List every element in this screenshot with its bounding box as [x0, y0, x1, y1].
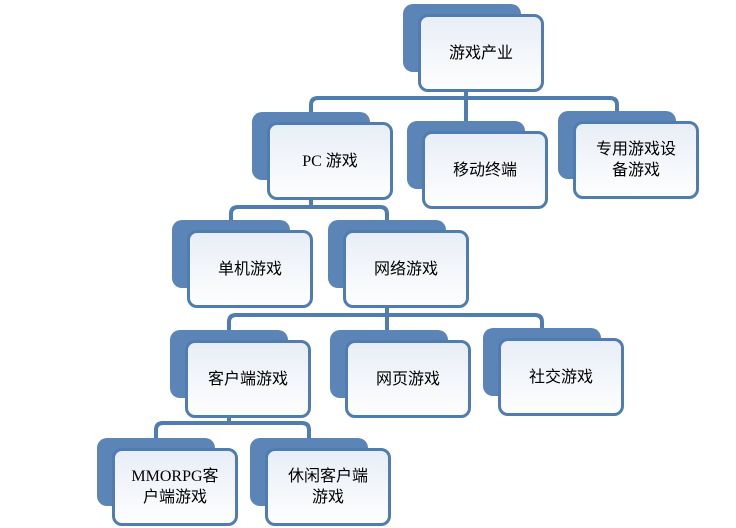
node-label: 单机游戏: [217, 260, 282, 278]
node-mmorpg-client-games: MMORPG客 户端游戏: [97, 438, 238, 526]
node-dedicated-device-games: 专用游戏设 备游戏: [558, 111, 699, 199]
node-box: 网络游戏: [343, 230, 469, 308]
node-web-games: 网页游戏: [330, 330, 471, 418]
node-box: 网页游戏: [345, 340, 471, 418]
node-label: MMORPG客 户端游戏: [131, 468, 219, 506]
node-box: 客户端游戏: [185, 340, 311, 418]
node-box: 专用游戏设 备游戏: [573, 121, 699, 199]
node-box: MMORPG客 户端游戏: [112, 448, 238, 526]
node-online-games: 网络游戏: [328, 220, 469, 308]
node-box: 单机游戏: [187, 230, 313, 308]
connector-pc-bus: [229, 205, 389, 226]
node-box: 游戏产业: [418, 14, 544, 92]
node-box: 移动终端: [422, 131, 548, 209]
node-pc-games: PC 游戏: [252, 112, 393, 200]
node-label: 网络游戏: [373, 260, 438, 278]
node-label: 网页游戏: [375, 370, 440, 388]
node-box: 休闲客户端 游戏: [265, 448, 391, 526]
connector-root-bus: [309, 96, 619, 116]
connector-online-bus: [227, 313, 544, 336]
node-label: 休闲客户端 游戏: [287, 468, 368, 506]
node-casual-client-games: 休闲客户端 游戏: [250, 438, 391, 526]
node-box: 社交游戏: [498, 338, 624, 416]
node-box: PC 游戏: [267, 122, 393, 200]
node-label: 社交游戏: [528, 368, 593, 386]
connector-client-bus: [154, 421, 311, 446]
node-label: 移动终端: [452, 161, 517, 179]
node-label: 客户端游戏: [207, 370, 288, 388]
node-mobile-terminal: 移动终端: [407, 121, 548, 209]
node-standalone-games: 单机游戏: [172, 220, 313, 308]
node-social-games: 社交游戏: [483, 328, 624, 416]
node-label: 专用游戏设 备游戏: [595, 141, 676, 179]
node-label: PC 游戏: [302, 152, 358, 170]
node-game-industry: 游戏产业: [403, 4, 544, 92]
node-client-games: 客户端游戏: [170, 330, 311, 418]
node-label: 游戏产业: [448, 44, 513, 62]
